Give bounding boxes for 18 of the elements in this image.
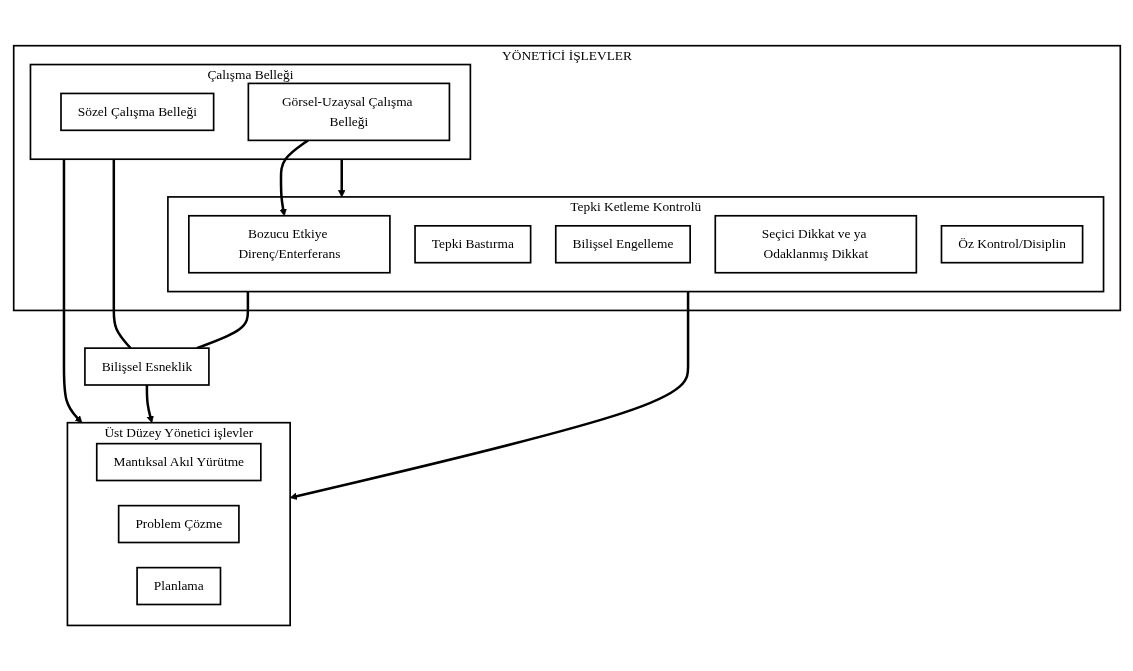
node-box: Bozucu Etkiye Direnç/Enterferans	[187, 214, 391, 274]
arrow	[337, 159, 345, 198]
node-box: Bilişsel Esneklik	[83, 347, 210, 386]
connector	[112, 159, 131, 349]
node-box: Tepki Bastırma	[413, 224, 531, 264]
node-box: Problem Çözme	[117, 504, 240, 544]
node-box: Mantıksal Akıl Yürütme	[95, 442, 262, 482]
node-box: Öz Kontrol/Disiplin	[940, 224, 1083, 264]
node-box: Bilişsel Engelleme	[554, 224, 691, 264]
arrow	[289, 291, 689, 500]
node-box: Sözel Çalışma Belleği	[59, 92, 214, 132]
arrow	[279, 139, 309, 217]
arrow	[145, 384, 154, 423]
arrow	[62, 159, 82, 423]
node-box: Seçici Dikkat ve ya Odaklanmış Dikkat	[713, 214, 917, 274]
node-box: Planlama	[135, 566, 221, 606]
connector	[195, 291, 249, 350]
node-box: Görsel-Uzaysal Çalışma Belleği	[247, 82, 450, 142]
